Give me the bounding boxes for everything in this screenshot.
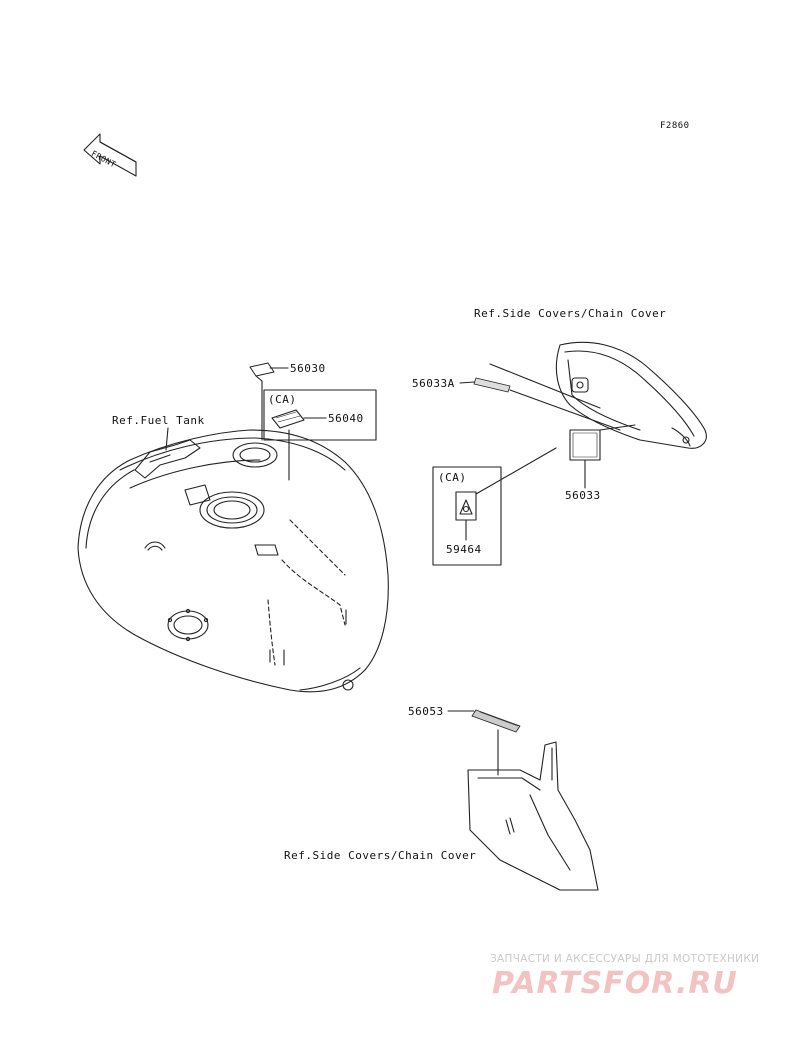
part-56033-label: 56033 [565, 489, 601, 502]
ca-label-1: (CA) [268, 393, 297, 406]
decal-56053-shape [471, 709, 521, 733]
ref-fuel-tank-label: Ref.Fuel Tank [112, 414, 205, 427]
ca-label-2: (CA) [438, 471, 467, 484]
fuel-tank-drawing [77, 429, 389, 693]
decal-56030-shape [249, 362, 275, 382]
ref-side-covers-top-label: Ref.Side Covers/Chain Cover [474, 307, 667, 320]
part-56033a-label: 56033A [412, 377, 455, 390]
decal-59464-shape [455, 491, 477, 521]
decal-56033-shape [569, 429, 601, 461]
part-56040-label: 56040 [328, 412, 364, 425]
decal-56040-shape [271, 409, 305, 429]
part-56053-label: 56053 [408, 705, 444, 718]
ref-side-covers-bottom-label: Ref.Side Covers/Chain Cover [284, 849, 477, 862]
figure-code: F2860 [660, 121, 690, 131]
part-56030-label: 56030 [290, 362, 326, 375]
decal-56033a-shape [473, 377, 511, 393]
part-59464-label: 59464 [446, 543, 482, 556]
watermark-logo: PARTSFOR.RU [492, 966, 738, 1001]
front-arrow-icon [83, 133, 137, 177]
upper-side-cover-drawing [555, 341, 707, 449]
lower-chain-cover-drawing [467, 741, 599, 891]
watermark-tagline: ЗАПЧАСТИ И АКСЕССУАРЫ ДЛЯ МОТОТЕХНИКИ [490, 953, 760, 965]
